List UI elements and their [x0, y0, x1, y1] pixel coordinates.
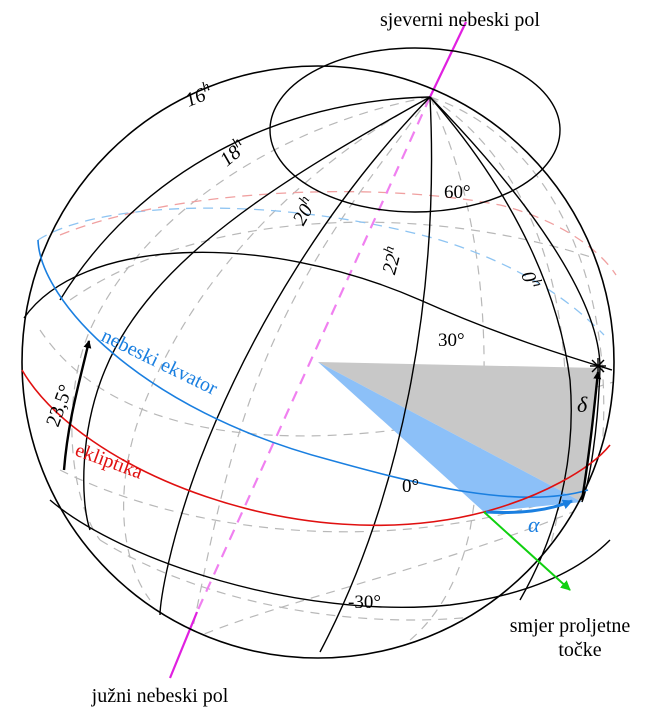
axis-south	[168, 611, 199, 679]
vernal-label-line1: smjer proljetne	[510, 615, 631, 637]
equator-label: nebeski ekvator	[98, 325, 221, 400]
star-marker	[590, 358, 606, 374]
celestial-equator	[37, 239, 589, 499]
dec-m30-label: -30°	[348, 592, 381, 613]
right-ascension-triangle	[318, 362, 582, 512]
vernal-direction-arrow	[483, 511, 571, 591]
south-pole-label: južni nebeski pol	[91, 685, 229, 707]
dec-30-label: 30°	[438, 330, 465, 351]
sphere-outline	[21, 65, 615, 659]
equator-back	[37, 207, 605, 336]
dec-60-label: 60°	[444, 182, 471, 203]
vernal-label-line2: točke	[558, 639, 601, 661]
declination-triangle	[318, 362, 600, 502]
alpha-label: α	[528, 512, 540, 537]
delta-label: δ	[577, 392, 588, 417]
dec-m30-circle	[49, 499, 611, 609]
ra-22-label: 22h	[376, 244, 406, 276]
dec-0-label: 0°	[402, 476, 419, 497]
ra-16-label: 16h	[181, 79, 215, 111]
obliquity-label: 23,5°	[42, 382, 77, 430]
svg-text:16h: 16h	[181, 79, 215, 111]
svg-text:22h: 22h	[376, 244, 406, 276]
meridians	[59, 96, 601, 653]
right-ascension-arc	[485, 499, 573, 514]
dec-60-circle	[269, 47, 561, 213]
ecliptic	[21, 369, 611, 526]
axis-north	[429, 21, 467, 98]
declination-arrow	[580, 371, 602, 501]
obliquity-arrow	[62, 340, 92, 471]
ecliptic-back	[59, 190, 617, 276]
north-pole-label: sjeverni nebeski pol	[380, 9, 540, 31]
dec-30-circle	[23, 251, 613, 371]
